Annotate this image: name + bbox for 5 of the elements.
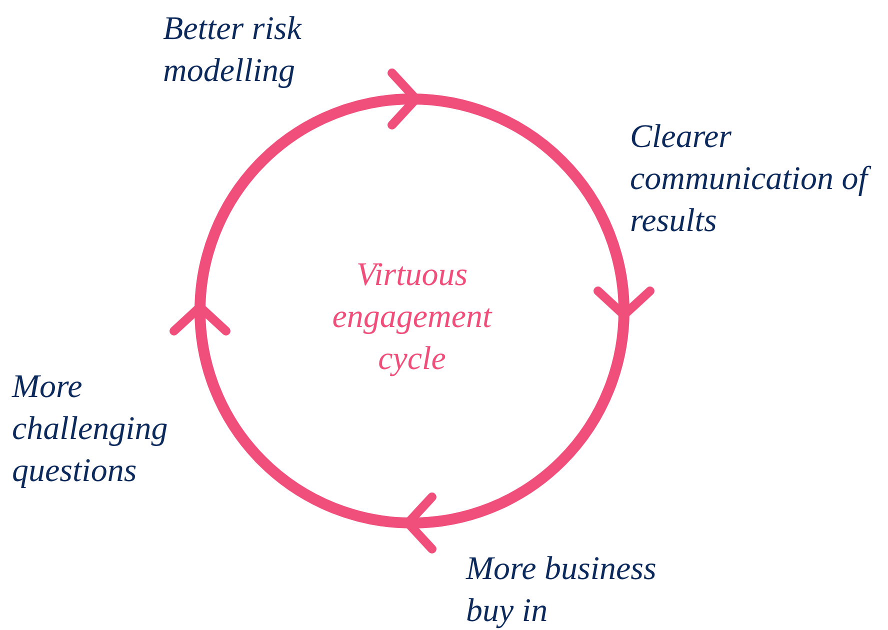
cycle-step-label: Better risk modelling — [163, 10, 303, 91]
center-title: Virtuous engagement cycle — [331, 256, 494, 379]
cycle-step-label: More business buy in — [466, 550, 658, 630]
cycle-step-label: More challenging questions — [12, 368, 169, 491]
cycle-step-label: Clearer communication of results — [630, 116, 880, 242]
